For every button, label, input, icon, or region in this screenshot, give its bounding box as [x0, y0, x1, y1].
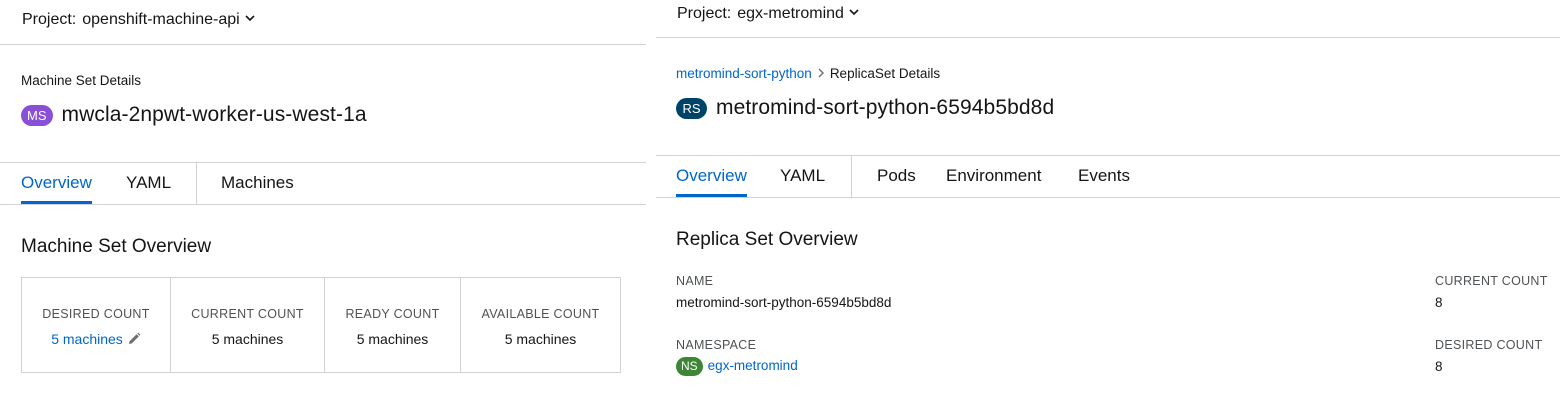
- ready-count-value: 5 machines: [356, 331, 429, 347]
- section-title: Replica Set Overview: [676, 229, 858, 250]
- tab-overview[interactable]: Overview: [21, 163, 92, 204]
- section-title: Machine Set Overview: [21, 236, 212, 257]
- ready-count-label: READY COUNT: [345, 307, 440, 321]
- desired-count-edit-link[interactable]: 5 machines: [22, 331, 170, 347]
- current-count-label: CURRENT COUNT: [1435, 274, 1548, 288]
- namespace-badge: NS: [676, 357, 703, 376]
- breadcrumb: metromind-sort-python ReplicaSet Details: [676, 66, 940, 81]
- page-title: mwcla-2npwt-worker-us-west-1a: [61, 103, 367, 126]
- panel-gutter: [646, 0, 656, 400]
- name-value: metromind-sort-python-6594b5bd8d: [676, 295, 892, 310]
- project-bar: Project: egx-metromind: [656, 0, 1560, 38]
- tab-machines[interactable]: Machines: [221, 173, 294, 192]
- resource-badge-ms: MS: [21, 104, 53, 126]
- replicaset-details-panel: Project: egx-metromind metromind-sort-pyt…: [656, 0, 1560, 400]
- chevron-down-icon: [849, 9, 859, 15]
- tab-pods[interactable]: Pods: [877, 166, 916, 185]
- project-name: openshift-machine-api: [82, 11, 240, 28]
- project-selector[interactable]: Project: egx-metromind: [677, 5, 859, 23]
- resource-badge-rs: RS: [676, 97, 707, 119]
- project-bar: Project: openshift-machine-api: [0, 0, 646, 45]
- tab-environment[interactable]: Environment: [946, 166, 1042, 185]
- tab-yaml[interactable]: YAML: [780, 166, 826, 185]
- tab-divider: [851, 156, 852, 198]
- desired-count-value: 8: [1435, 359, 1443, 374]
- resource-title: MS mwcla-2npwt-worker-us-west-1a: [21, 103, 367, 127]
- project-label: Project:: [22, 11, 77, 28]
- count-summary: DESIRED COUNT 5 machines CURRENT COUNT 5…: [21, 277, 621, 373]
- tab-yaml[interactable]: YAML: [126, 173, 172, 192]
- ready-count-cell: READY COUNT 5 machines: [325, 278, 461, 372]
- tab-bar: Overview YAML Machines: [0, 162, 646, 205]
- desired-count-value: 5 machines: [51, 331, 123, 347]
- desired-count-cell: DESIRED COUNT 5 machines: [22, 278, 171, 372]
- machine-set-details-panel: Project: openshift-machine-api Machine Se…: [0, 0, 646, 400]
- current-count-label: CURRENT COUNT: [191, 307, 304, 321]
- tab-divider: [196, 163, 197, 205]
- tab-overview[interactable]: Overview: [676, 156, 747, 197]
- project-name: egx-metromind: [737, 5, 844, 22]
- current-count-value: 5 machines: [211, 331, 284, 347]
- project-selector[interactable]: Project: openshift-machine-api: [22, 11, 255, 29]
- tab-events[interactable]: Events: [1078, 166, 1130, 185]
- namespace-link[interactable]: egx-metromind: [707, 358, 798, 373]
- available-count-cell: AVAILABLE COUNT 5 machines: [461, 278, 620, 372]
- resource-title: RS metromind-sort-python-6594b5bd8d: [676, 96, 1054, 120]
- current-count-value: 8: [1435, 295, 1443, 310]
- breadcrumb-current: ReplicaSet Details: [829, 66, 941, 81]
- namespace-value: NS egx-metromind: [676, 357, 798, 376]
- tab-bar: Overview YAML Pods Environment Events: [656, 155, 1560, 198]
- current-count-cell: CURRENT COUNT 5 machines: [171, 278, 325, 372]
- available-count-value: 5 machines: [504, 331, 577, 347]
- page-title: metromind-sort-python-6594b5bd8d: [716, 96, 1055, 119]
- desired-count-label: DESIRED COUNT: [1435, 338, 1543, 352]
- pencil-icon: [128, 332, 141, 344]
- breadcrumb-parent-link[interactable]: metromind-sort-python: [676, 66, 812, 81]
- project-label: Project:: [677, 5, 732, 22]
- chevron-right-icon: [818, 68, 824, 78]
- chevron-down-icon: [245, 15, 255, 21]
- desired-count-label: DESIRED COUNT: [42, 307, 150, 321]
- available-count-label: AVAILABLE COUNT: [481, 307, 600, 321]
- name-label: NAME: [676, 274, 714, 288]
- page-heading: Machine Set Details: [21, 73, 142, 88]
- namespace-label: NAMESPACE: [676, 338, 757, 352]
